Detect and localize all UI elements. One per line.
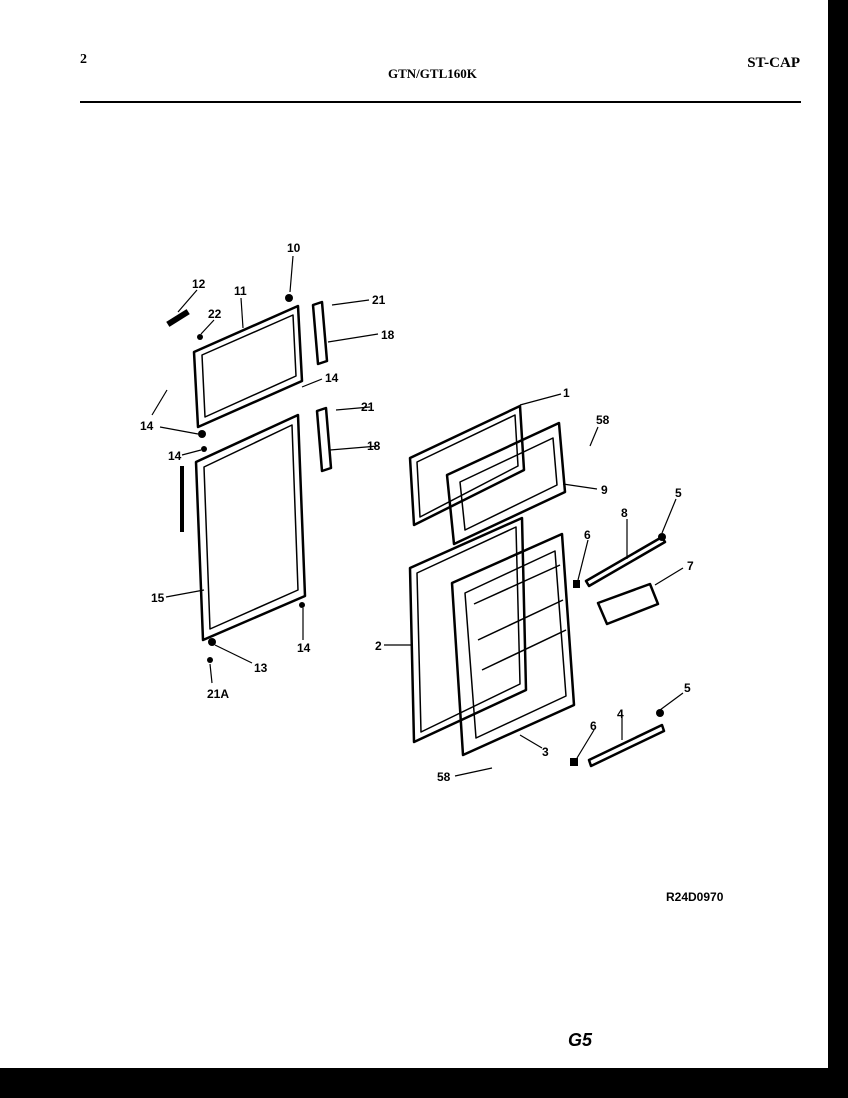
callout-8: 8 [621, 506, 628, 520]
handle-upper [311, 300, 329, 366]
callout-21A: 21A [207, 687, 229, 701]
header-rule [80, 101, 801, 103]
callout-14: 14 [140, 419, 154, 433]
callout-21: 21 [361, 400, 375, 414]
callout-9: 9 [601, 483, 608, 497]
callout-10: 10 [287, 241, 301, 255]
callout-13: 13 [254, 661, 268, 675]
sheet-code: G5 [568, 1030, 593, 1050]
freezer-door-panel-inner [416, 414, 519, 518]
callout-6: 6 [584, 528, 591, 542]
fresh-food-door-panel-inner [416, 526, 521, 733]
section-code: ST-CAP [747, 55, 800, 71]
freezer-gasket [192, 304, 304, 429]
callout-14: 14 [168, 449, 182, 463]
drawing-code: R24D0970 [666, 890, 724, 904]
callout-6: 6 [590, 719, 597, 733]
handle-lower [315, 406, 333, 473]
callout-3: 3 [542, 745, 549, 759]
callout-58: 58 [596, 413, 610, 427]
callout-4: 4 [617, 707, 624, 721]
callout-14: 14 [325, 371, 339, 385]
fresh-food-door-liner [450, 532, 576, 757]
freezer-door-liner [445, 421, 567, 546]
callout-5: 5 [684, 681, 691, 695]
freezer-gasket-inner [201, 314, 297, 418]
door-bin [596, 582, 660, 626]
scan-edge-bottom [0, 1068, 848, 1098]
callout-22: 22 [208, 307, 222, 321]
freezer-door-panel [408, 404, 526, 527]
callout-15: 15 [151, 591, 165, 605]
callout-5: 5 [675, 486, 682, 500]
scan-edge-right [828, 0, 848, 1070]
callout-18: 18 [381, 328, 395, 342]
callout-2: 2 [375, 639, 382, 653]
fresh-food-gasket [194, 413, 307, 642]
callout-12: 12 [192, 277, 206, 291]
fresh-food-gasket-inner [203, 424, 299, 630]
shelf-bar-lower [587, 723, 666, 768]
model-number: GTN/GTL160K [388, 66, 477, 81]
callout-18: 18 [367, 439, 381, 453]
callout-1: 1 [563, 386, 570, 400]
page-number: 2 [80, 52, 87, 67]
shelf-bar-upper [584, 535, 667, 588]
fresh-food-door-liner-inner [464, 550, 567, 739]
freezer-door-liner-inner [459, 437, 558, 531]
callout-14: 14 [297, 641, 311, 655]
callout-58: 58 [437, 770, 451, 784]
callout-7: 7 [687, 559, 694, 573]
fresh-food-door-panel [408, 516, 528, 744]
callout-21: 21 [372, 293, 386, 307]
callout-11: 11 [234, 284, 247, 298]
